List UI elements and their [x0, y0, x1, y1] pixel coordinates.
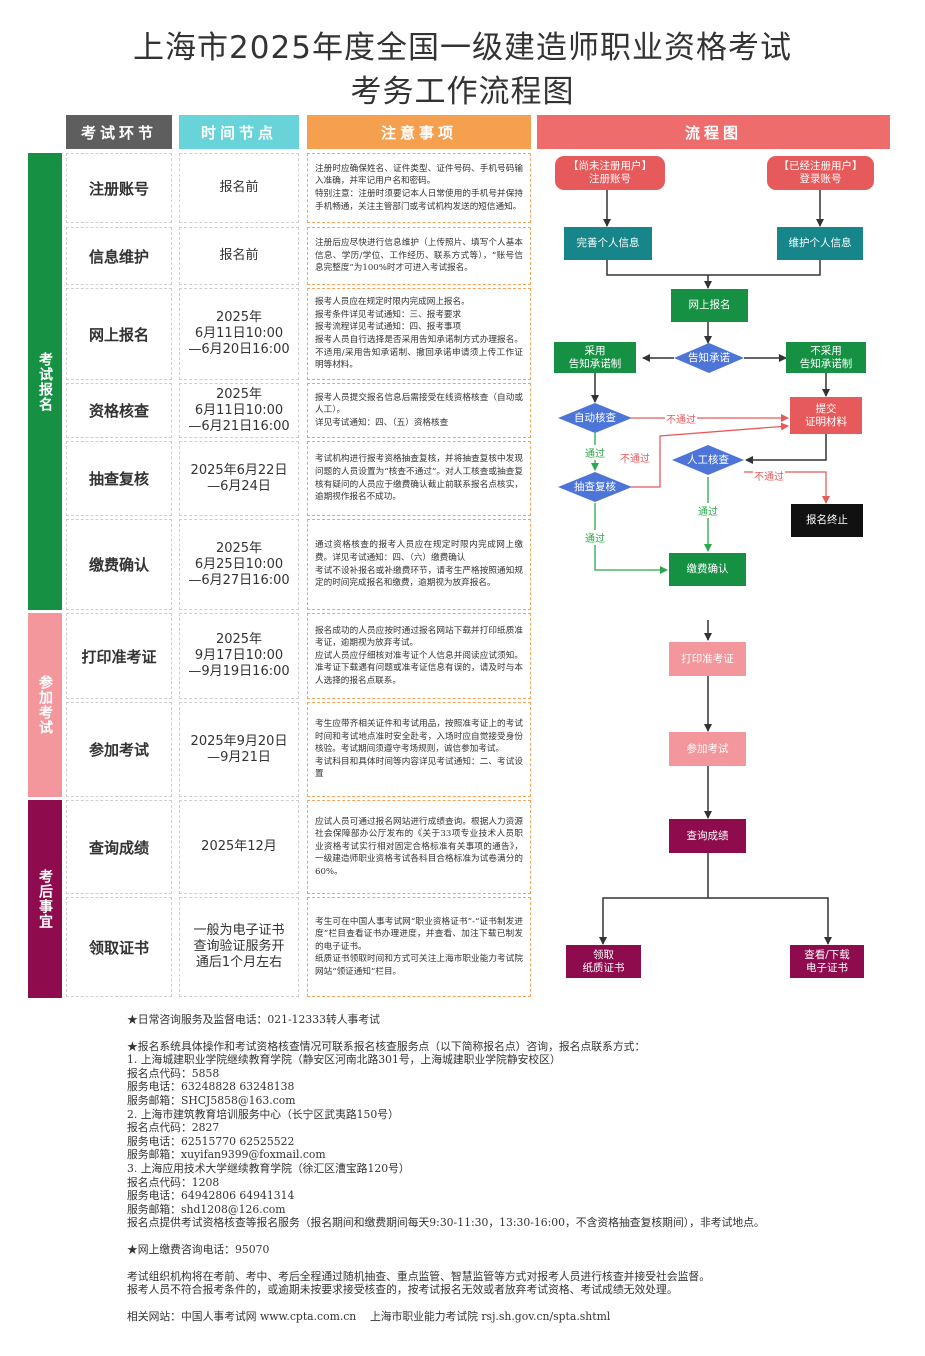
- note-cell: 应试人员可通过报名网站进行成绩查询。根据人力资源社会保障部办公厅发布的《关于33…: [307, 800, 531, 894]
- flowchart: [558, 190, 832, 945]
- stage-cell: 注册账号: [66, 153, 172, 223]
- page-title-line1: 上海市2025年度全国一级建造师职业资格考试: [133, 30, 792, 66]
- take-exam-box: 参加考试: [669, 732, 746, 766]
- stage-cell: 领取证书: [66, 897, 172, 997]
- stage-cell: 信息维护: [66, 227, 172, 285]
- point1-phone: 服务电话：63248828 63248138: [127, 1080, 295, 1094]
- footer-websites: 相关网站：中国人事考试网 www.cpta.com.cn 上海市职业能力考试院 …: [127, 1309, 611, 1323]
- stage-cell: 缴费确认: [66, 519, 172, 610]
- footer: ★日常咨询服务及监督电话：021-12333转人事考试 ★报名系统具体操作和考试…: [127, 1013, 847, 1323]
- payment-box: 缴费确认: [669, 553, 746, 586]
- pass-label-3: 通过: [698, 503, 718, 518]
- time-cell: 2025年 6月11日10:00 —6月20日16:00: [179, 288, 299, 380]
- footer-hotline: ★日常咨询服务及监督电话：021-12333转人事考试: [127, 1013, 380, 1026]
- point2-name: 2. 上海市建筑教育培训服务中心（长宁区武夷路150号）: [127, 1107, 399, 1121]
- commitment-diamond: [674, 343, 744, 373]
- time-cell: 一般为电子证书 查询验证服务开 通后1个月左右: [179, 897, 299, 997]
- note-cell: 报考人员应在规定时限内完成网上报名。 报考条件详见考试通知：三、报考要求 报考流…: [307, 288, 531, 380]
- note-cell: 考生应带齐相关证件和考试用品，按照准考证上的考试时间和考试地点准时安全赴考，入场…: [307, 702, 531, 797]
- time-cell: 2025年9月20日 —9月21日: [179, 702, 299, 797]
- manual-check-diamond: [672, 445, 744, 475]
- header-flow: 流程图: [537, 115, 890, 149]
- time-cell: 报名前: [179, 153, 299, 223]
- note-cell: 报考人员提交报名信息后需接受在线资格核查（自动或人工）。 详见考试通知：四、（五…: [307, 383, 531, 438]
- note-cell: 报名成功的人员应按时通过报名网站下载并打印纸质准考证，逾期视为放弃考试。 应试人…: [307, 613, 531, 699]
- footer-supervision-2: 报考人员不符合报考条件的，或逾期未按要求接受核查的，按考试报名无效或者放弃考试资…: [127, 1283, 678, 1297]
- point3-name: 3. 上海应用技术大学继续教育学院（徐汇区漕宝路120号）: [127, 1161, 410, 1175]
- note-cell: 注册时应确保姓名、证件类型、证件号码、手机号码输入准确，并牢记用户名和密码。 特…: [307, 153, 531, 223]
- stage-cell: 资格核查: [66, 383, 172, 438]
- section-exam: 参加考试: [28, 613, 62, 797]
- registered-box: 【已经注册用户】 登录账号: [767, 156, 874, 190]
- adopt-box: 采用 告知承诺制: [554, 342, 636, 373]
- terminated-box: 报名终止: [791, 504, 863, 537]
- point3-email: 服务邮箱：shd1208@126.com: [127, 1202, 286, 1216]
- commitment-label: 告知承诺: [688, 351, 730, 364]
- stage-cell: 查询成绩: [66, 800, 172, 894]
- point1-email: 服务邮箱：SHCJ5858@163.com: [127, 1093, 296, 1107]
- stage-cell: 网上报名: [66, 288, 172, 380]
- not-adopt-box: 不采用 告知承诺制: [786, 342, 866, 373]
- spot-check-label: 抽查复核: [574, 480, 616, 493]
- fail-label-3: 不通过: [753, 468, 785, 483]
- note-cell: 通过资格核查的报考人员应在规定时限内完成网上缴费。详见考试通知：四、（六）缴费确…: [307, 519, 531, 610]
- header-stage: 考试环节: [66, 115, 172, 149]
- time-cell: 2025年6月22日 —6月24日: [179, 441, 299, 516]
- point3-phone: 服务电话：64942806 64941314: [127, 1189, 295, 1203]
- stage-cell: 参加考试: [66, 702, 172, 797]
- note-cell: 注册后应尽快进行信息维护（上传照片、填写个人基本信息、学历/学位、工作经历、联系…: [307, 227, 531, 285]
- note-cell: 考试机构进行报考资格抽查复核，并将抽查复核中发现问题的人员设置为“核查不通过”。…: [307, 441, 531, 516]
- point2-code: 报名点代码：2827: [127, 1121, 220, 1135]
- point1-code: 报名点代码：5858: [127, 1066, 220, 1080]
- print-ticket-box: 打印准考证: [669, 642, 746, 676]
- paper-cert-box: 领取 纸质证书: [566, 945, 641, 978]
- auto-check-diamond: [558, 403, 632, 433]
- complete-info-box: 完善个人信息: [564, 227, 652, 260]
- section-registration: 考试报名: [28, 153, 62, 610]
- header-time: 时间节点: [179, 115, 299, 149]
- fail-label-2: 不通过: [619, 450, 651, 465]
- footer-service-intro: ★报名系统具体操作和考试资格核查情况可联系报名核查服务点（以下简称报名点）咨询，…: [127, 1039, 646, 1053]
- spot-check-diamond: [558, 472, 632, 502]
- time-cell: 2025年12月: [179, 800, 299, 894]
- stage-cell: 抽查复核: [66, 441, 172, 516]
- query-score-box: 查询成绩: [669, 819, 746, 853]
- header-notes: 注意事项: [307, 115, 531, 149]
- fail-label-1: 不通过: [665, 411, 697, 426]
- maintain-info-box: 维护个人信息: [777, 227, 863, 260]
- point1-name: 1. 上海城建职业学院继续教育学院（静安区河南北路301号，上海城建职业学院静安…: [127, 1053, 561, 1067]
- footer-supervision-1: 考试组织机构将在考前、考中、考后全程通过随机抽查、重点监管、智慧监管等方式对报考…: [127, 1269, 711, 1283]
- page-title-line2: 考务工作流程图: [350, 74, 575, 110]
- pass-label-1: 通过: [585, 445, 605, 460]
- time-cell: 2025年 6月25日10:00 —6月27日16:00: [179, 519, 299, 610]
- time-cell: 2025年 9月17日10:00 —9月19日16:00: [179, 613, 299, 699]
- time-cell: 2025年 6月11日10:00 —6月21日16:00: [179, 383, 299, 438]
- manual-check-label: 人工核查: [687, 453, 729, 466]
- point2-email: 服务邮箱：xuyifan9399@foxmail.com: [127, 1148, 326, 1162]
- footer-payment-hotline: ★网上缴费咨询电话：95070: [127, 1242, 270, 1256]
- submit-proof-box: 提交 证明材料: [790, 397, 862, 434]
- footer-service-hours: 报名点提供考试资格核查等报名服务（报名期间和缴费期间每天9:30-11:30，1…: [127, 1216, 765, 1230]
- point3-code: 报名点代码：1208: [127, 1175, 220, 1189]
- time-cell: 报名前: [179, 227, 299, 285]
- apply-online-box: 网上报名: [671, 289, 748, 322]
- stage-cell: 打印准考证: [66, 613, 172, 699]
- auto-check-label: 自动核查: [574, 411, 616, 424]
- pass-label-2: 通过: [585, 530, 605, 545]
- point2-phone: 服务电话：62515770 62525522: [127, 1134, 295, 1148]
- unregistered-box: 【尚未注册用户】 注册账号: [555, 156, 665, 190]
- e-cert-box: 查看/下载 电子证书: [790, 945, 864, 978]
- section-after-exam: 考后事宜: [28, 800, 62, 998]
- note-cell: 考生可在中国人事考试网“职业资格证书”-“证书制发进度”栏目查看证书办理进度，并…: [307, 897, 531, 997]
